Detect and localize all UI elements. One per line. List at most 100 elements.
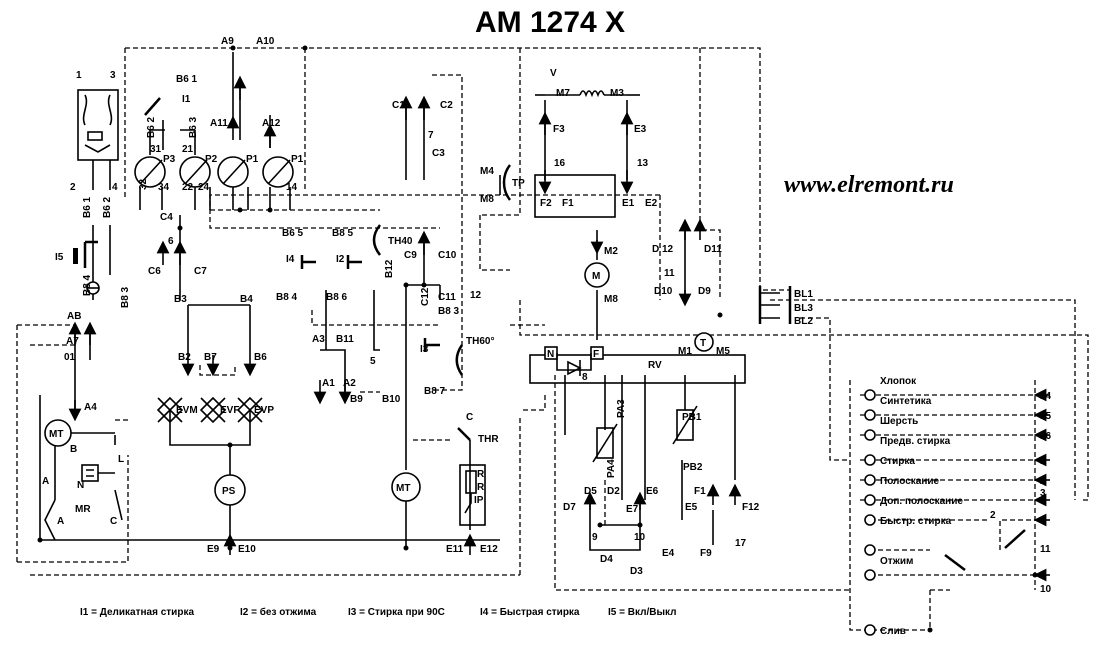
program-selector-p — [134, 97, 294, 210]
pin-e10: E10 — [238, 544, 256, 555]
num-6: 6 — [168, 236, 174, 247]
pin-p1b: P1 — [291, 154, 304, 165]
label-r2: R — [477, 482, 485, 493]
num-34: 34 — [158, 182, 170, 193]
pin-b61: B6 1 — [176, 74, 198, 85]
program-label-8: Отжим — [880, 556, 913, 567]
pin-c12: C12 — [420, 287, 431, 306]
label-tp: TP — [512, 178, 525, 189]
pin-d4: D4 — [600, 554, 613, 565]
num-16: 16 — [554, 158, 566, 169]
label-rv-n: N — [547, 349, 554, 360]
pin-e4: E4 — [662, 548, 675, 559]
program-label-6: Доп. полоскание — [880, 496, 963, 507]
legend-i3: I3 = Стирка при 90С — [348, 607, 445, 618]
pin-a7: A7 — [66, 336, 79, 347]
pin-p2: P2 — [205, 154, 218, 165]
num-2: 2 — [70, 182, 76, 193]
pin-i5: I5 — [55, 252, 64, 263]
num-21: 21 — [182, 144, 194, 155]
program-num-0: 14 — [1040, 391, 1052, 402]
pin-i2: I2 — [336, 254, 345, 265]
num-10: 10 — [634, 532, 646, 543]
pin-b87: B8 7 — [424, 386, 446, 397]
pin-b61v: B6 1 — [82, 196, 93, 218]
pin-f1: F1 — [562, 198, 574, 209]
mr-relay — [44, 464, 123, 541]
ab-fuse-symbol — [86, 281, 100, 295]
pin-c9: C9 — [404, 250, 417, 261]
pin-a3: A3 — [312, 334, 325, 345]
pin-a2: A2 — [343, 378, 356, 389]
pin-b62: B6 2 — [146, 116, 157, 138]
num-32: 32 — [138, 178, 149, 190]
pin-b11: B11 — [336, 334, 354, 345]
program-num-6: 3 — [1040, 488, 1046, 499]
pin-e5: E5 — [685, 502, 698, 513]
pin-b3: B3 — [174, 294, 187, 305]
pin-b65: B6 5 — [282, 228, 304, 239]
pin-c-thr: C — [466, 412, 473, 423]
num-8: 8 — [582, 372, 588, 383]
motor-mt-left — [44, 419, 115, 447]
program-label-1: Синтетика — [880, 396, 932, 407]
ntc-pb — [672, 405, 698, 445]
contact-arrows — [68, 75, 1050, 582]
program-label-0: Хлопок — [880, 376, 917, 387]
pressure-switch-ps — [214, 474, 246, 506]
pin-b9: B9 — [350, 394, 363, 405]
pin-b84: B8 4 — [276, 292, 298, 303]
pin-m8: M8 — [480, 194, 494, 205]
door-lock-block — [77, 89, 119, 190]
pin-a11: A11 — [210, 118, 228, 129]
num-17: 17 — [735, 538, 747, 549]
pin-b7: B7 — [204, 352, 217, 363]
pin-p1a: P1 — [246, 154, 259, 165]
label-ps: PS — [222, 486, 236, 497]
pin-d12: D 12 — [652, 244, 674, 255]
label-bl3: BL3 — [794, 303, 813, 314]
pin-a10: A10 — [256, 36, 275, 47]
pin-p3: P3 — [163, 154, 176, 165]
pin-i1: I1 — [182, 94, 191, 105]
label-th40: TH40 — [388, 236, 413, 247]
pin-b4: B4 — [240, 294, 253, 305]
label-pb1: PB1 — [682, 412, 702, 423]
num-3: 3 — [110, 70, 116, 81]
pin-e6: E6 — [646, 486, 659, 497]
pin-l: L — [118, 454, 124, 465]
pin-a12: A12 — [262, 118, 281, 129]
pin-f2: F2 — [540, 198, 552, 209]
timer-motor-coil — [534, 90, 627, 218]
pin-m5: M5 — [716, 346, 730, 357]
drain-pump-motor — [584, 262, 610, 288]
rv-block — [529, 332, 746, 384]
label-rv: RV — [648, 360, 662, 371]
program-num-3: 16 — [1040, 431, 1052, 442]
num-5: 5 — [370, 356, 376, 367]
ntc-pa — [592, 423, 618, 463]
pin-b63: B6 3 — [188, 116, 199, 138]
pin-c1: C1 — [392, 100, 405, 111]
switch-i5-symbol — [73, 240, 98, 268]
website-url: www.elremont.ru — [784, 172, 954, 198]
num-31: 31 — [150, 144, 162, 155]
valve-evf — [199, 396, 227, 424]
label-evp: EVP — [254, 405, 274, 416]
pin-d10: D10 — [654, 286, 673, 297]
pin-i3: I3 — [420, 344, 429, 355]
pin-a9: A9 — [221, 36, 234, 47]
pin-f9: F9 — [700, 548, 712, 559]
num-01: 01 — [64, 352, 76, 363]
pin-c7: C7 — [194, 266, 207, 277]
pin-i4: I4 — [286, 254, 295, 265]
pin-b12: B12 — [384, 259, 395, 278]
program-label-5: Полоскание — [880, 476, 940, 487]
program-lamps — [864, 389, 1026, 636]
pin-e7: E7 — [626, 504, 639, 515]
num-9: 9 — [592, 532, 598, 543]
pin-d11: D11 — [704, 244, 722, 255]
label-thr: THR — [478, 434, 499, 445]
label-v: V — [550, 68, 557, 79]
